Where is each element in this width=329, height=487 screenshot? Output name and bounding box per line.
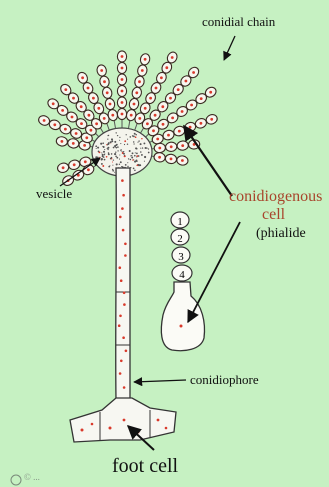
- phialide-shape: [161, 282, 204, 351]
- watermark: © ...: [24, 472, 40, 482]
- label-conidial-chain: conidial chain: [202, 14, 275, 30]
- label-phialide: (phialide: [256, 226, 306, 242]
- label-foot-cell: foot cell: [112, 455, 178, 478]
- arrow-conidiophore: [134, 380, 186, 382]
- arrow-conidial-chain: [224, 36, 235, 60]
- label-conidiophore: conidiophore: [190, 372, 259, 388]
- conidiophore-stalk: [116, 168, 130, 400]
- conidium-number-4: 4: [179, 269, 185, 281]
- arrow-conidiogenous-1: [184, 126, 232, 196]
- conidium-number-3: 3: [178, 251, 184, 263]
- arrow-conidiogenous-2: [188, 222, 240, 322]
- conidium-number-1: 1: [177, 216, 183, 228]
- conidial-chain: [117, 51, 126, 132]
- label-cell: cell: [262, 206, 285, 224]
- numbered-conidia: 1 2 3 4: [171, 212, 192, 281]
- label-conidiogenous: conidiogenous: [229, 188, 322, 206]
- label-vesicle: vesicle: [36, 186, 72, 202]
- conidium-number-2: 2: [177, 233, 183, 245]
